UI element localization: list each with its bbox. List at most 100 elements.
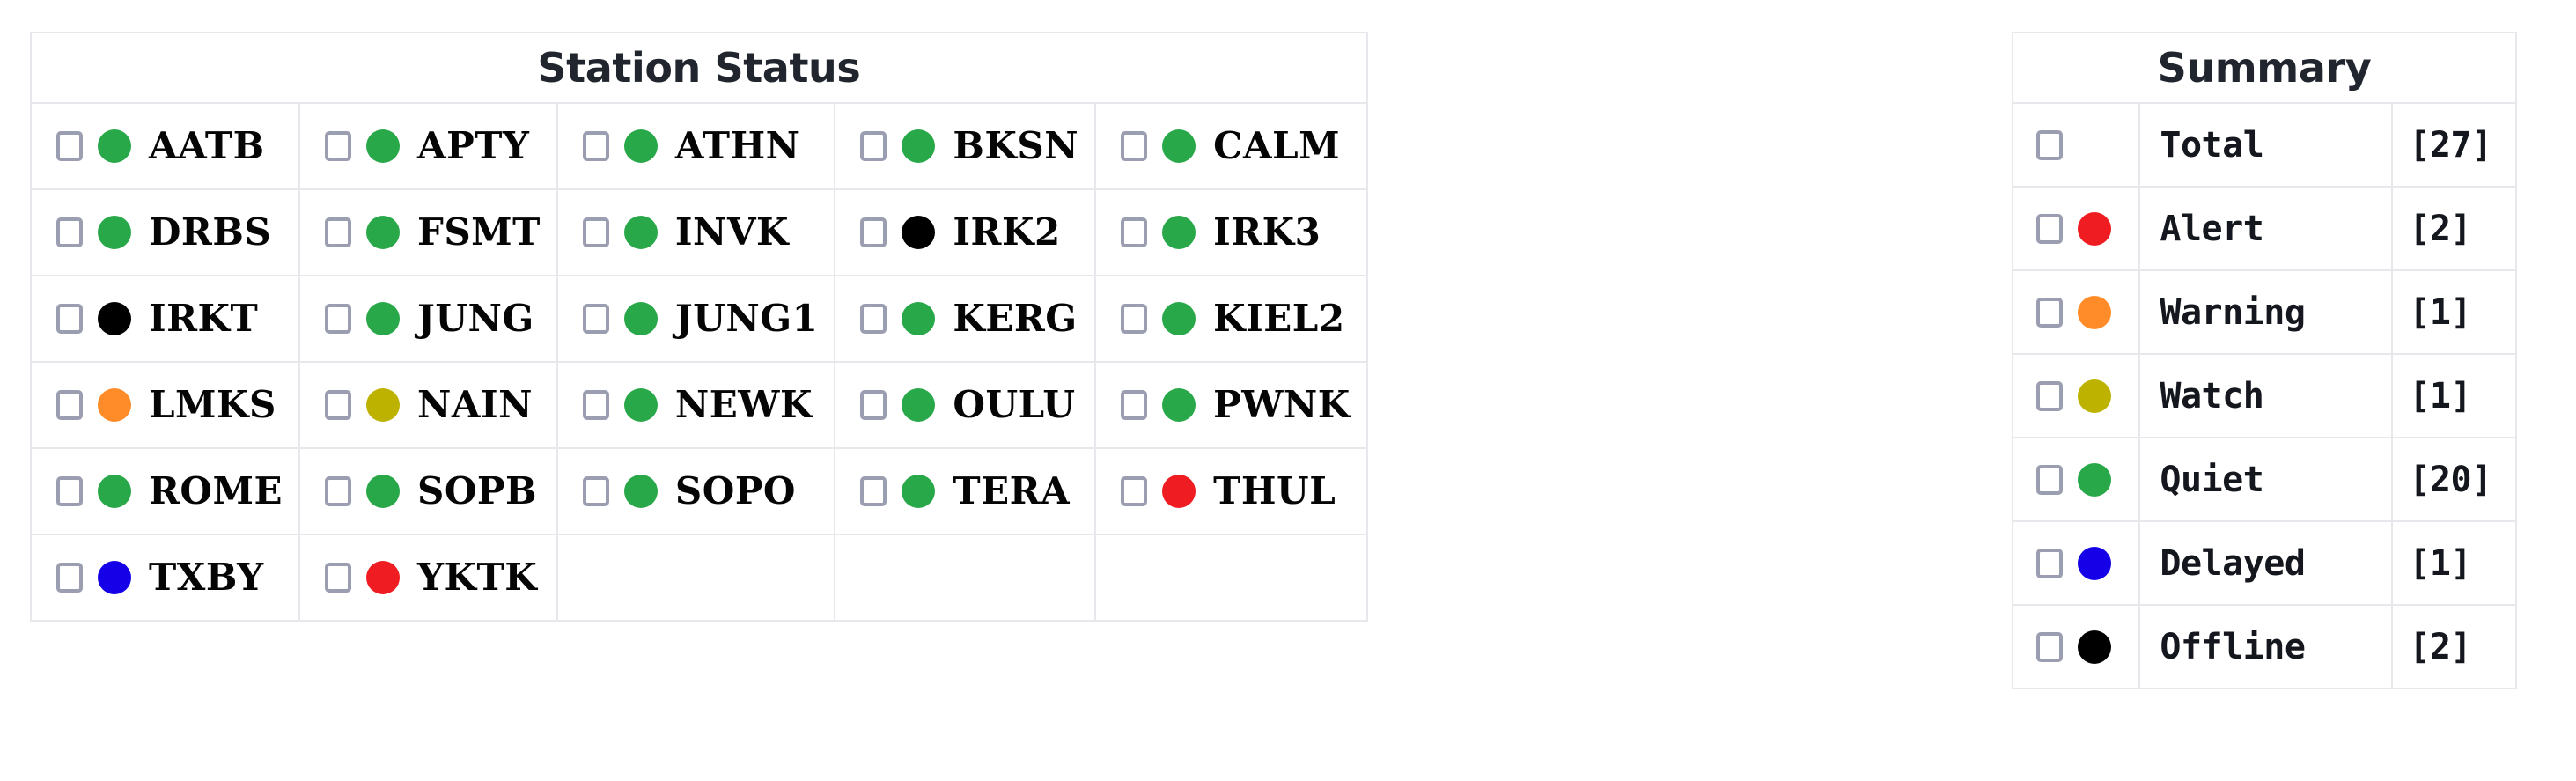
station-cell-txby[interactable]: TXBY — [30, 534, 300, 622]
checkbox-icon[interactable] — [56, 304, 83, 334]
station-cell-athn[interactable]: ATHN — [556, 102, 836, 190]
checkbox-icon[interactable] — [1121, 217, 1148, 247]
checkbox-icon[interactable] — [325, 563, 351, 593]
summary-label-cell: Watch — [2138, 353, 2394, 438]
checkbox-icon[interactable] — [325, 390, 351, 420]
station-cell-inner: KIEL2 — [1096, 276, 1366, 361]
checkbox-icon[interactable] — [56, 390, 83, 420]
station-cell-irk3[interactable]: IRK3 — [1094, 188, 1368, 276]
station-code-label: DRBS — [149, 210, 272, 254]
checkbox-icon[interactable] — [325, 476, 351, 506]
station-code-label: SOPO — [674, 469, 796, 512]
checkbox-icon[interactable] — [582, 131, 609, 161]
station-cell-inner: OULU — [835, 363, 1094, 447]
station-cell-kerg[interactable]: KERG — [834, 275, 1097, 363]
checkbox-icon[interactable] — [56, 476, 83, 506]
station-cell-yktk[interactable]: YKTK — [298, 534, 558, 622]
station-cell-jung[interactable]: JUNG — [298, 275, 558, 363]
summary-table: Summary Total[27]Alert[2]Warning[1]Watch… — [2011, 32, 2517, 689]
status-dot-quiet — [98, 216, 131, 249]
summary-select-cell-quiet[interactable] — [2011, 437, 2141, 522]
station-cell-irkt[interactable]: IRKT — [30, 275, 300, 363]
station-cell-fsmt[interactable]: FSMT — [298, 188, 558, 276]
checkbox-icon[interactable] — [582, 476, 609, 506]
station-cell-irk2[interactable]: IRK2 — [834, 188, 1097, 276]
summary-select-cell-total[interactable] — [2011, 102, 2141, 188]
checkbox-icon[interactable] — [860, 390, 887, 420]
checkbox-icon[interactable] — [325, 304, 351, 334]
station-cell-inner: TERA — [835, 449, 1094, 534]
summary-select-cell-warning[interactable] — [2011, 269, 2141, 355]
checkbox-icon[interactable] — [1121, 131, 1148, 161]
summary-select-cell-offline[interactable] — [2011, 604, 2141, 689]
checkbox-icon[interactable] — [860, 131, 887, 161]
station-cell-pwnk[interactable]: PWNK — [1094, 361, 1368, 449]
checkbox-icon[interactable] — [2036, 631, 2063, 662]
summary-label-cell: Offline — [2138, 604, 2394, 689]
status-dot-quiet — [623, 388, 658, 422]
checkbox-icon[interactable] — [325, 131, 351, 161]
checkbox-icon[interactable] — [2036, 297, 2063, 328]
status-dot-offline — [902, 216, 936, 249]
checkbox-icon[interactable] — [582, 304, 609, 334]
station-cell-inner: IRKT — [32, 276, 298, 361]
station-cell-lmks[interactable]: LMKS — [30, 361, 300, 449]
station-code-label: KIEL2 — [1213, 297, 1345, 340]
checkbox-icon[interactable] — [2036, 464, 2063, 495]
checkbox-icon[interactable] — [860, 476, 887, 506]
checkbox-icon[interactable] — [2036, 548, 2063, 578]
station-cell-calm[interactable]: CALM — [1094, 102, 1368, 190]
checkbox-icon[interactable] — [1121, 390, 1148, 420]
summary-select-cell-alert[interactable] — [2011, 186, 2141, 271]
station-cell-thul[interactable]: THUL — [1094, 447, 1368, 535]
station-cell-rome[interactable]: ROME — [30, 447, 300, 535]
station-cell-jung1[interactable]: JUNG1 — [556, 275, 836, 363]
checkbox-icon[interactable] — [582, 390, 609, 420]
station-cell-tera[interactable]: TERA — [834, 447, 1097, 535]
checkbox-icon[interactable] — [860, 304, 887, 334]
station-code-label: IRK2 — [953, 210, 1061, 254]
station-cell-inner: JUNG — [300, 276, 556, 361]
summary-select-cell-delayed[interactable] — [2011, 520, 2141, 606]
station-cell-bksn[interactable]: BKSN — [834, 102, 1097, 190]
status-dot-alert — [1162, 475, 1196, 508]
checkbox-icon[interactable] — [56, 563, 83, 593]
checkbox-icon[interactable] — [1121, 304, 1148, 334]
checkbox-icon[interactable] — [56, 217, 83, 247]
checkbox-icon[interactable] — [582, 217, 609, 247]
station-cell-sopb[interactable]: SOPB — [298, 447, 558, 535]
checkbox-icon[interactable] — [860, 217, 887, 247]
checkbox-icon[interactable] — [2036, 213, 2063, 244]
checkbox-icon[interactable] — [325, 217, 351, 247]
checkbox-icon[interactable] — [56, 131, 83, 161]
summary-select-cell-watch[interactable] — [2011, 353, 2141, 438]
station-cell-inner: NEWK — [558, 363, 834, 447]
station-cell-newk[interactable]: NEWK — [556, 361, 836, 449]
station-cell-nain[interactable]: NAIN — [298, 361, 558, 449]
checkbox-icon[interactable] — [2036, 129, 2063, 160]
station-status-title: Station Status — [30, 32, 1368, 104]
summary-label: Total — [2160, 124, 2264, 166]
station-cell-inner: BKSN — [835, 104, 1094, 188]
status-dot-quiet — [1162, 216, 1196, 249]
station-cell-invk[interactable]: INVK — [556, 188, 836, 276]
station-cell-sopo[interactable]: SOPO — [556, 447, 836, 535]
station-cell-aatb[interactable]: AATB — [30, 102, 300, 190]
summary-count: [1] — [2409, 375, 2472, 416]
station-cell-apty[interactable]: APTY — [298, 102, 558, 190]
status-dot-quiet — [623, 475, 658, 508]
summary-row: Alert[2] — [2011, 186, 2517, 271]
checkbox-icon[interactable] — [2036, 380, 2063, 411]
station-cell-oulu[interactable]: OULU — [834, 361, 1097, 449]
status-dot-offline — [2078, 630, 2111, 664]
station-cell-drbs[interactable]: DRBS — [30, 188, 300, 276]
station-cell-inner: INVK — [558, 190, 834, 275]
checkbox-icon[interactable] — [1121, 476, 1148, 506]
station-cell-kiel2[interactable]: KIEL2 — [1094, 275, 1368, 363]
station-code-label: INVK — [674, 210, 790, 254]
summary-label: Warning — [2160, 291, 2306, 333]
